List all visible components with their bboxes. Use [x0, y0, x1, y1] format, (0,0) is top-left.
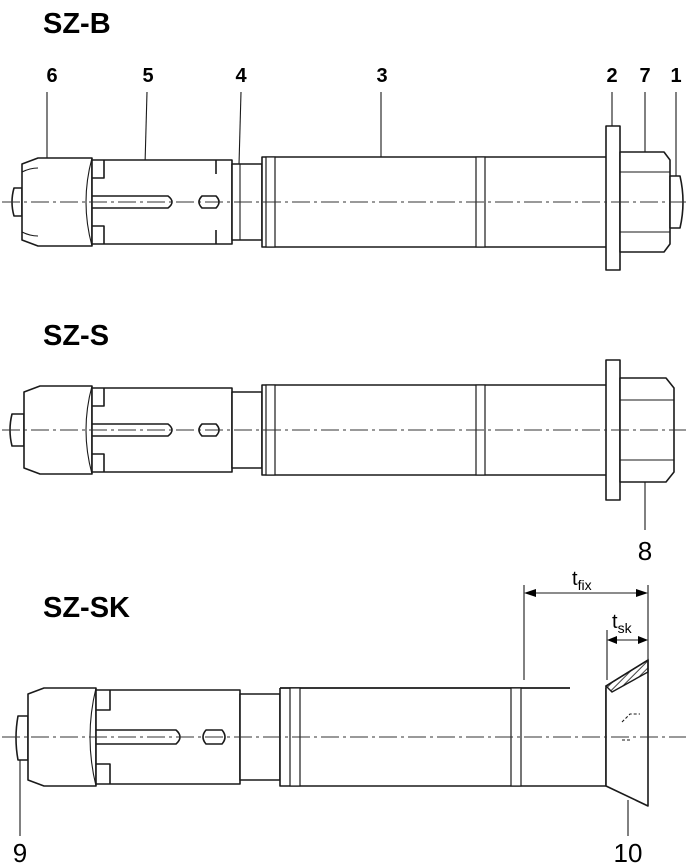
sz-b-title: SZ-B — [43, 8, 111, 40]
callout-6: 6 — [46, 65, 57, 87]
sz-sk-view: SZ-SK tfix tsk 9 10 — [2, 568, 686, 867]
countersunk-hatch — [604, 658, 649, 693]
t-fix-label: tfix — [572, 568, 592, 593]
sz-s-view: SZ-S 8 — [2, 320, 686, 566]
callout-8: 8 — [638, 536, 652, 566]
cone-tip — [15, 715, 29, 761]
sz-s-title: SZ-S — [43, 320, 109, 352]
callout-10: 10 — [614, 838, 643, 867]
leader-5 — [144, 91, 148, 166]
callout-4: 4 — [235, 65, 247, 87]
expansion-sleeve — [95, 689, 241, 785]
sz-b-view: SZ-B 6 5 4 3 2 7 1 — [2, 8, 686, 271]
callout-3: 3 — [376, 65, 387, 87]
callout-5: 5 — [142, 65, 153, 87]
callout-2: 2 — [606, 65, 617, 87]
leader-4 — [238, 91, 242, 166]
callout-7: 7 — [639, 65, 650, 87]
callout-9: 9 — [13, 838, 27, 867]
washer — [605, 125, 621, 271]
callout-1: 1 — [670, 65, 681, 87]
t-sk-label: tsk — [612, 611, 633, 636]
sz-sk-title: SZ-SK — [43, 592, 130, 624]
